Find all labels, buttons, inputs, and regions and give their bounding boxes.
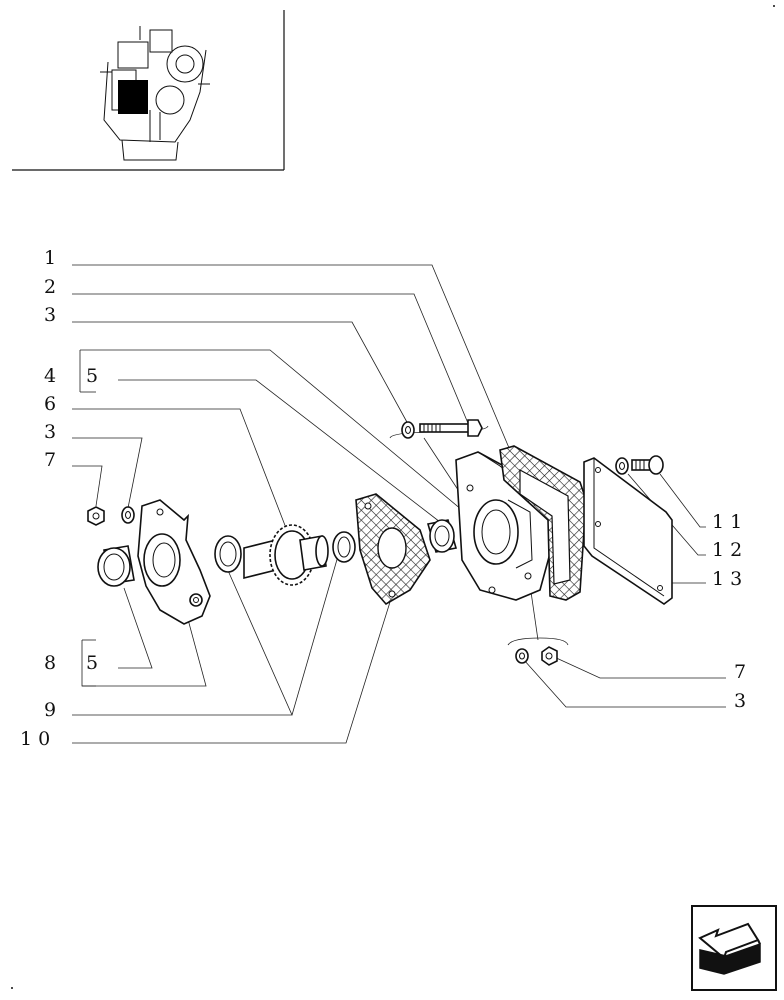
callout-7a: 7 — [44, 449, 56, 471]
callout-13: 1 3 — [712, 568, 742, 590]
callout-3a: 3 — [44, 304, 56, 326]
bolt-icon — [419, 419, 483, 437]
support-housing-icon — [137, 499, 211, 625]
bushing-icon — [97, 545, 135, 587]
callout-3b: 3 — [44, 421, 56, 443]
highlighted-area — [118, 80, 148, 114]
corner-dot — [773, 5, 775, 7]
callout-3c: 3 — [734, 690, 746, 712]
ring-left-icon — [214, 535, 242, 573]
cover-gasket-icon — [499, 445, 587, 601]
bearing-ring-icon — [426, 519, 458, 553]
callout-9: 9 — [44, 699, 56, 721]
washer-top-icon — [401, 421, 415, 439]
screw-icon — [631, 455, 664, 475]
closure-plate-icon — [583, 457, 673, 605]
engine-thumbnail-icon — [12, 10, 285, 171]
callout-8: 8 — [44, 652, 56, 674]
washer-right-icon — [515, 648, 529, 664]
leader-lines — [72, 264, 726, 744]
corner-dot — [11, 987, 13, 989]
gasket-icon — [355, 493, 431, 606]
callout-10: 1 0 — [20, 728, 50, 750]
callout-2: 2 — [44, 276, 56, 298]
nut-right-icon — [541, 646, 558, 666]
ring-right-icon — [332, 531, 356, 563]
callout-labels: 1 2 3 4 5 6 3 7 8 5 9 1 0 1 1 1 2 1 3 7 … — [20, 247, 746, 750]
nut-left-icon — [87, 506, 105, 526]
parts — [87, 419, 673, 666]
washer-left-icon — [121, 506, 135, 524]
next-page-arrow-icon[interactable] — [691, 905, 777, 991]
callout-7b: 7 — [734, 661, 746, 683]
washer-12-icon — [615, 457, 629, 475]
callout-5b: 5 — [86, 652, 98, 674]
callout-5a: 5 — [86, 365, 98, 387]
callout-4: 4 — [44, 365, 56, 387]
idler-gear-icon — [243, 524, 329, 586]
callout-6: 6 — [44, 393, 56, 415]
callout-1: 1 — [44, 247, 56, 269]
callout-12: 1 2 — [712, 539, 742, 561]
callout-11: 1 1 — [712, 511, 742, 533]
